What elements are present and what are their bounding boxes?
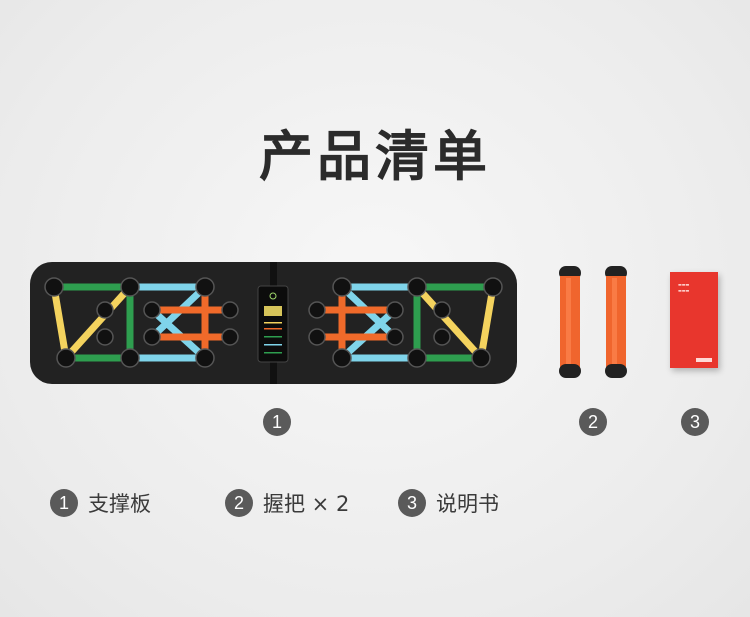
legend-item-board: 1 支撑板 [50, 488, 151, 518]
legend-item-manual: 3 说明书 [398, 488, 499, 518]
legend-number: 2 [225, 489, 253, 517]
product-number-1: 1 [263, 408, 291, 436]
product-number-2: 2 [579, 408, 607, 436]
manual-text-lines: ▬▬▬▬▬▬ [678, 282, 690, 293]
legend-label: 支撑板 [88, 492, 151, 516]
legend-label: 说明书 [436, 492, 499, 516]
handle-left-image [556, 266, 584, 378]
page-title: 产品清单 [259, 125, 491, 188]
manual-logo-mark [696, 358, 712, 362]
item-legend: 1 支撑板 2 握把 × 2 3 说明书 [0, 488, 750, 520]
legend-item-handles: 2 握把 × 2 [225, 488, 349, 518]
manual-booklet-image: ▬▬▬▬▬▬ [670, 272, 718, 368]
legend-number: 3 [398, 489, 426, 517]
pushup-board-image [30, 262, 517, 384]
legend-number: 1 [50, 489, 78, 517]
handle-right-image [602, 266, 630, 378]
product-number-3: 3 [681, 408, 709, 436]
legend-label: 握把 × 2 [263, 492, 350, 516]
